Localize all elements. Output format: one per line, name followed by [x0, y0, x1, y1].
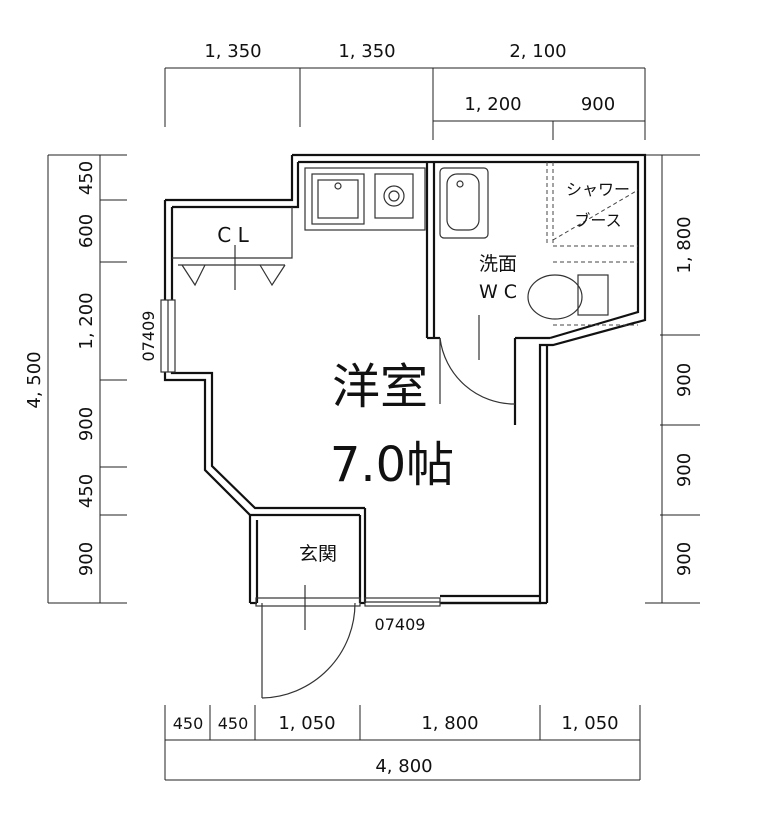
right-dim-2: 900: [674, 363, 695, 397]
shower-label-1: シャワー: [566, 180, 630, 199]
top-dim-2: 1, 350: [338, 41, 395, 62]
left-total-dim: 4, 500: [24, 351, 45, 408]
entrance-label: 玄関: [299, 543, 337, 565]
washbasin: [439, 167, 489, 239]
bottom-window-code: 07409: [375, 615, 426, 634]
left-window: [160, 299, 176, 373]
left-dim-6: 900: [76, 542, 97, 576]
closet-label: C L: [217, 223, 249, 247]
bottom-dim-1: 450: [173, 714, 204, 733]
top-dimension-lines: [164, 67, 646, 140]
top-dim-5: 900: [581, 94, 615, 115]
washroom-door: [439, 315, 516, 405]
bottom-total-dim: 4, 800: [375, 756, 432, 777]
washroom-label-1: 洗面: [479, 253, 517, 275]
shower-booth: [546, 162, 639, 247]
left-window-code: 07409: [139, 311, 158, 362]
entrance-door: [255, 585, 361, 699]
top-dim-4: 1, 200: [464, 94, 521, 115]
bottom-dim-4: 1, 800: [421, 713, 478, 734]
bottom-dim-2: 450: [218, 714, 249, 733]
left-dim-1: 450: [76, 161, 97, 195]
top-dim-3: 2, 100: [509, 41, 566, 62]
right-dimension-lines: [645, 154, 700, 604]
left-dim-2: 600: [76, 214, 97, 248]
left-dim-5: 450: [76, 474, 97, 508]
washroom-label-2: W C: [479, 281, 517, 303]
shower-label-2: ブース: [574, 211, 621, 230]
closet: [181, 245, 286, 290]
top-dim-1: 1, 350: [204, 41, 261, 62]
bottom-dimension-lines: [164, 705, 641, 781]
left-dimension-lines: [47, 154, 127, 604]
toilet: [527, 261, 638, 326]
right-dim-4: 900: [674, 542, 695, 576]
walls: [163, 153, 647, 605]
left-dim-4: 900: [76, 407, 97, 441]
main-room-size: 7.0帖: [330, 437, 454, 493]
right-dim-1: 1, 800: [674, 216, 695, 273]
left-dim-3: 1, 200: [76, 292, 97, 349]
main-room-name: 洋室: [332, 359, 428, 415]
bottom-window: [364, 597, 441, 607]
bottom-dim-3: 1, 050: [278, 713, 335, 734]
kitchen-counter: [304, 167, 426, 231]
right-dim-3: 900: [674, 453, 695, 487]
bottom-dim-5: 1, 050: [561, 713, 618, 734]
